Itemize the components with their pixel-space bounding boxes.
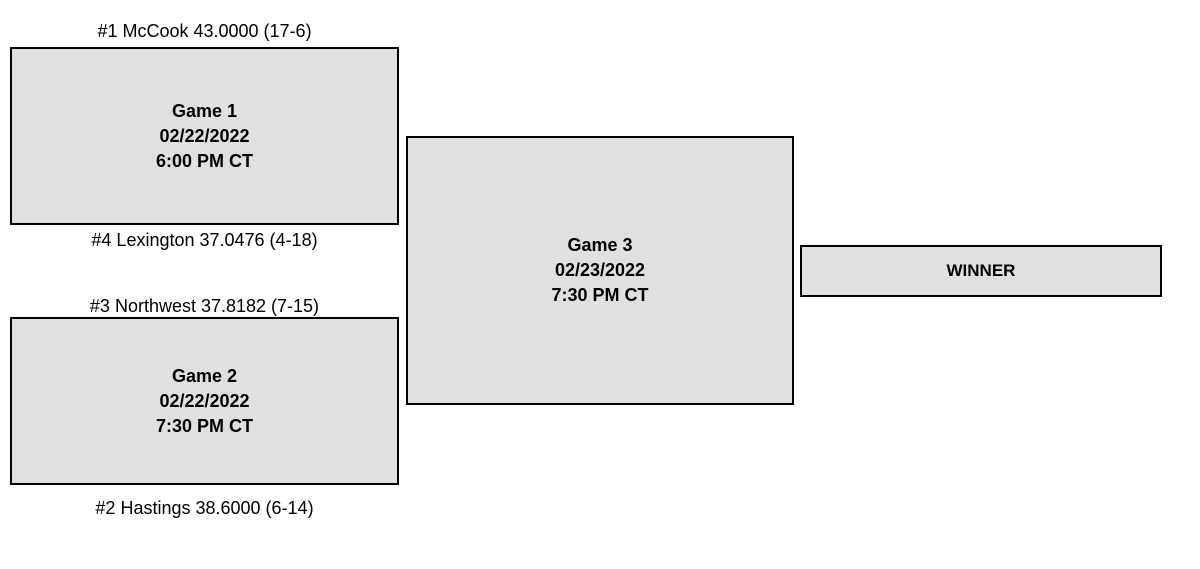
seed-label-lexington: #4 Lexington 37.0476 (4-18): [91, 230, 318, 250]
game1-time: 6:00 PM CT: [155, 150, 254, 171]
seed-label-hastings: #2 Hastings 38.6000 (6-14): [95, 498, 314, 518]
game2-info: Game 2 02/22/2022 7:30 PM CT: [156, 364, 253, 439]
seed-label-northwest: #3 Northwest 37.8182 (7-15): [89, 296, 320, 316]
game1-box: Game 1 02/22/2022 6:00 PM CT: [10, 47, 399, 225]
game3-time: 7:30 PM CT: [551, 285, 649, 305]
winner-box: WINNER: [800, 245, 1162, 297]
game3-info: Game 3 02/23/2022 7:30 PM CT: [551, 233, 648, 308]
game3-title: Game 3: [567, 235, 633, 255]
game2-box: Game 2 02/22/2022 7:30 PM CT: [10, 317, 399, 485]
game2-title: Game 2: [171, 365, 238, 386]
seed-label-mccook: #1 McCook 43.0000 (17-6): [97, 21, 312, 41]
winner-label: WINNER: [946, 261, 1016, 280]
game1-date: 02/22/2022: [159, 125, 250, 146]
game2-date: 02/22/2022: [159, 390, 250, 411]
game2-time: 7:30 PM CT: [155, 415, 254, 436]
game1-info: Game 1 02/22/2022 6:00 PM CT: [156, 99, 253, 174]
game3-box: Game 3 02/23/2022 7:30 PM CT: [406, 136, 794, 405]
game3-date: 02/23/2022: [554, 260, 646, 280]
game1-title: Game 1: [171, 100, 238, 121]
